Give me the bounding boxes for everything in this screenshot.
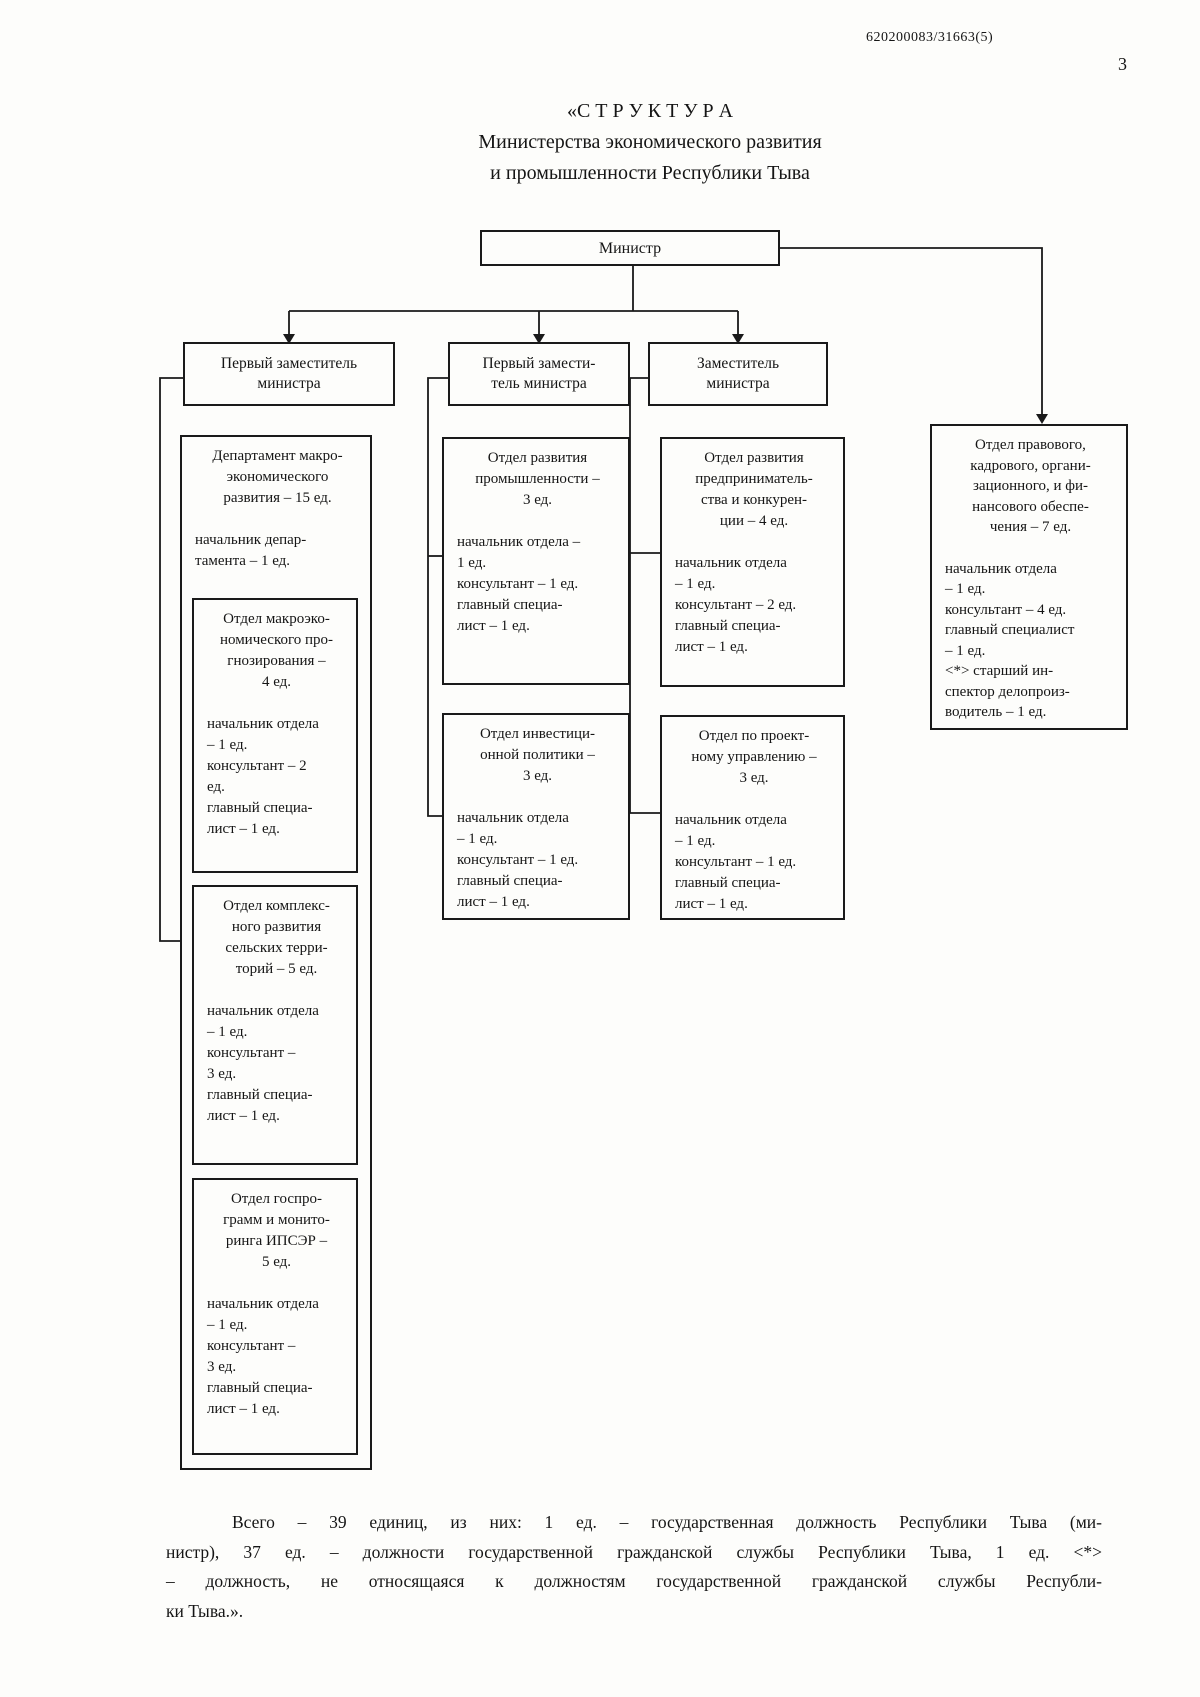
unit-entrepreneurship-box: Отдел развития предприниматель- ства и к… <box>660 437 845 687</box>
page-number: 3 <box>1118 54 1127 74</box>
box-header: Департамент макро- экономического развит… <box>212 448 343 506</box>
box-header: Отдел госпро- грамм и монито- ринга ИПСЭ… <box>223 1191 330 1270</box>
minister-label: Министр <box>598 239 662 257</box>
deputy2-label: Первый замести- тель министра <box>482 355 596 392</box>
deputy3-box: Заместитель министра <box>648 342 828 406</box>
box-staff: начальник отдела – 1 ед. консультант – 2… <box>207 716 319 837</box>
unit-legal-hr-finance-box: Отдел правового, кадрового, органи- заци… <box>930 424 1128 730</box>
totals-line: Всего – 39 единиц, из них: 1 ед. – госуд… <box>232 1512 1102 1532</box>
box-header: Отдел по проект- ному управлению – 3 ед. <box>691 728 817 786</box>
totals-line: нистр), 37 ед. – должности государственн… <box>166 1541 1102 1562</box>
minister-box: Министр <box>480 230 780 266</box>
page-title: «С Т Р У К Т У Р А Министерства экономич… <box>478 100 822 184</box>
unit-rural-development-box: Отдел комплекс- ного развития сельских т… <box>192 885 358 1165</box>
unit-gosprograms-box: Отдел госпро- грамм и монито- ринга ИПСЭ… <box>192 1178 358 1455</box>
totals-line: – должность, не относящаяся к должностям… <box>166 1571 1102 1591</box>
box-header: Отдел правового, кадрового, органи- заци… <box>970 437 1091 535</box>
box-staff: начальник отдела – 1 ед. консультант – 2… <box>675 555 797 655</box>
unit-investment-policy-box: Отдел инвестици- онной политики – 3 ед. … <box>442 713 630 920</box>
totals-line: ки Тыва.». <box>166 1600 244 1621</box>
document-number: 620200083/31663(5) <box>866 30 994 45</box>
box-staff: начальник отдела – 1 ед. консультант – 1… <box>457 810 579 910</box>
deputy1-label: Первый заместитель министра <box>220 355 358 392</box>
box-staff: начальник отдела – 1 ед. консультант – 3… <box>207 1296 319 1417</box>
unit-industry-development-box: Отдел развития промышленности – 3 ед. на… <box>442 437 630 685</box>
unit-project-management-box: Отдел по проект- ному управлению – 3 ед.… <box>660 715 845 920</box>
box-staff: начальник отдела – 1 ед. консультант – 1… <box>457 534 581 634</box>
box-header: Отдел инвестици- онной политики – 3 ед. <box>479 726 596 784</box>
department-macroeconomics-box: Департамент макро- экономического развит… <box>180 435 372 1470</box>
deputy1-box: Первый заместитель министра <box>183 342 395 406</box>
deputy3-label: Заместитель министра <box>696 355 780 392</box>
box-header: Отдел развития промышленности – 3 ед. <box>475 450 600 508</box>
box-header: Отдел макроэко- номического про- гнозиро… <box>219 611 334 690</box>
box-staff: начальник отдела – 1 ед. консультант – 4… <box>945 560 1075 721</box>
deputy2-box: Первый замести- тель министра <box>448 342 630 406</box>
unit-macro-forecasting-box: Отдел макроэко- номического про- гнозиро… <box>192 598 358 873</box>
box-header: Отдел комплекс- ного развития сельских т… <box>223 898 330 977</box>
box-staff: начальник отдела – 1 ед. консультант – 3… <box>207 1003 319 1124</box>
box-staff: начальник отдела – 1 ед. консультант – 1… <box>675 812 797 912</box>
box-header: Отдел развития предприниматель- ства и к… <box>695 450 813 529</box>
totals-paragraph: Всего – 39 единиц, из них: 1 ед. – госуд… <box>166 1508 1102 1626</box>
box-staff: начальник депар- тамента – 1 ед. <box>195 532 307 569</box>
